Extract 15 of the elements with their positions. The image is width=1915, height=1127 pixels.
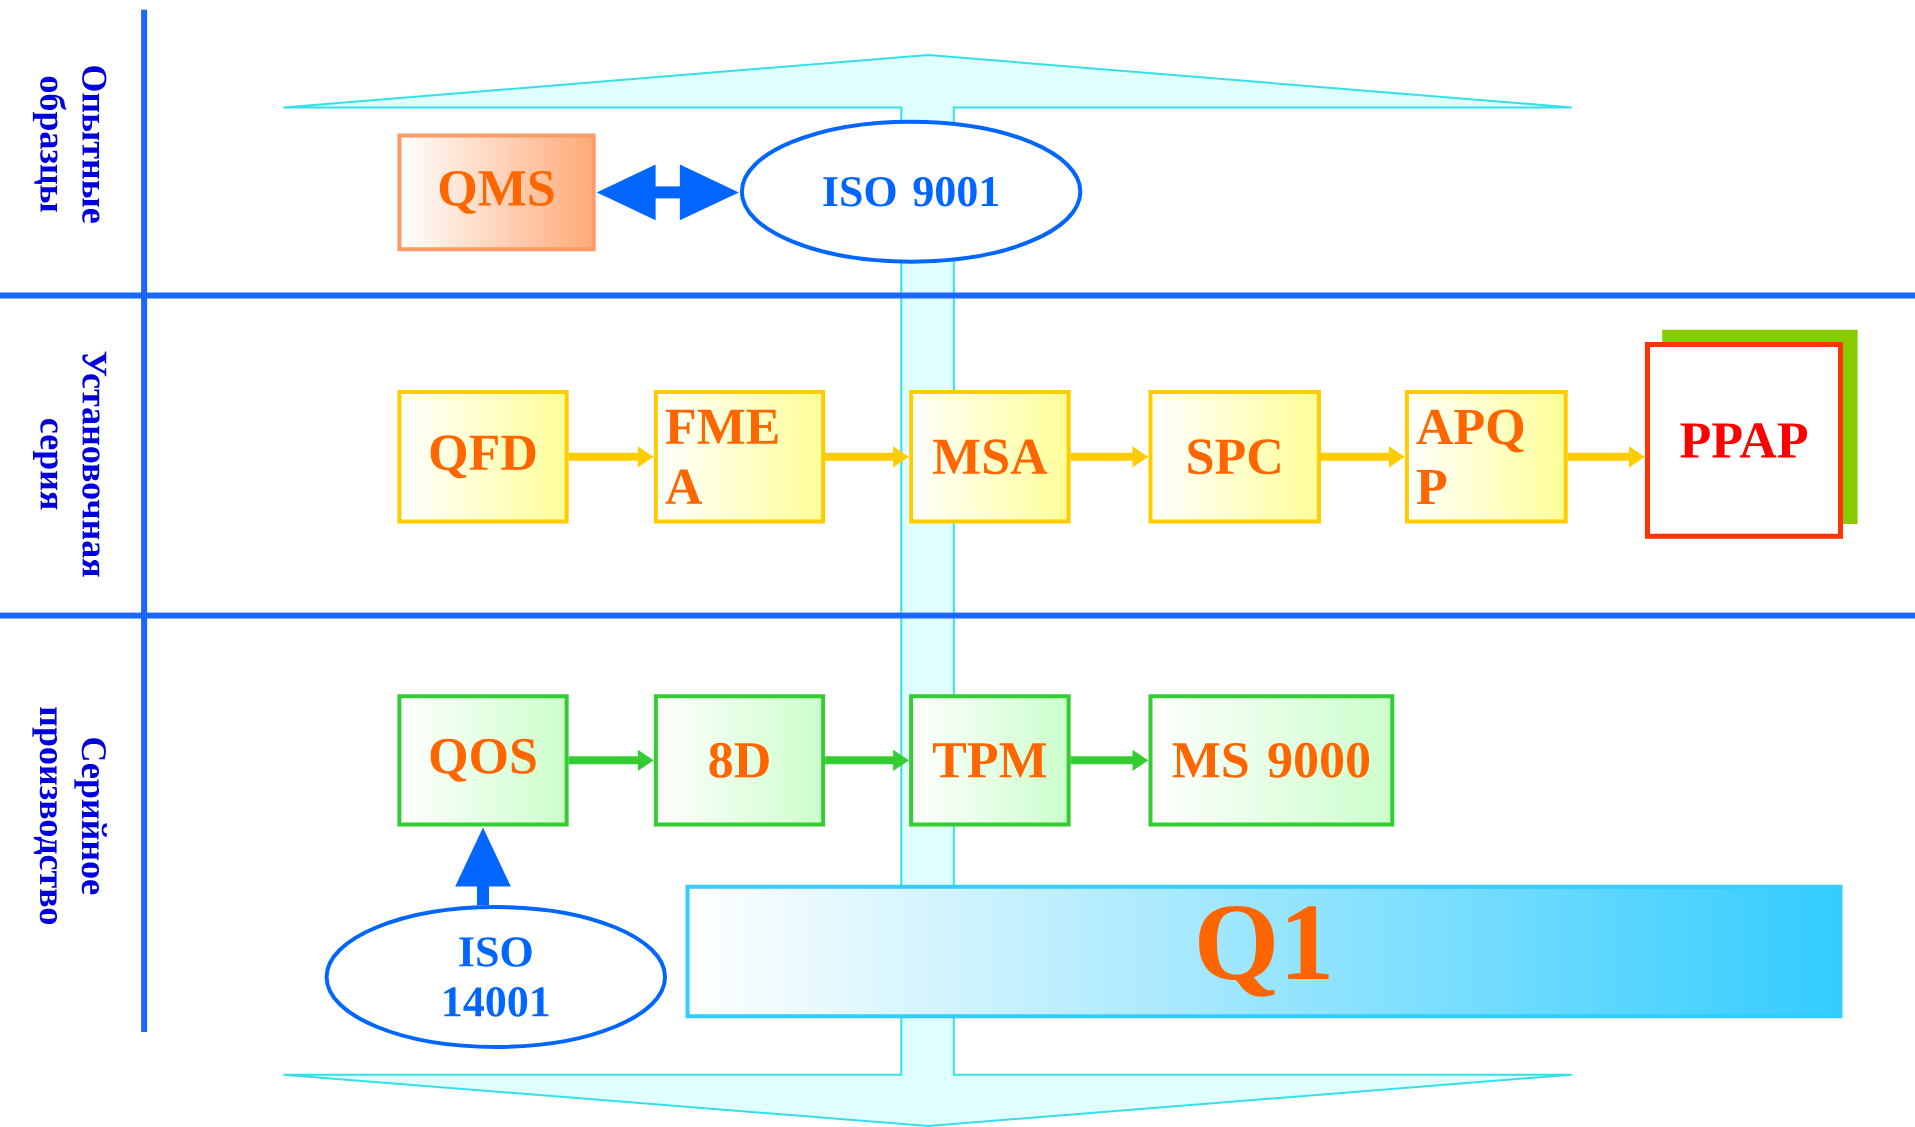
process-box: MSA [909,390,1071,524]
process-box: QMS [397,133,596,252]
row-label: Опытные образцы [32,66,107,223]
process-box: PPAP [1645,329,1858,539]
process-box: SPC [1148,390,1321,524]
banner-bar: Q1 [685,884,1843,1019]
process-box: MS 9000 [1148,694,1395,827]
process-box: FME A [653,390,826,524]
process-box: 8D [653,694,826,827]
process-box: TPM [909,694,1071,827]
process-box: APQ P [1404,390,1568,524]
row-label: Установочная серия [33,351,107,577]
process-box: QOS [397,694,569,827]
row-label: Серийное производство [32,707,107,924]
process-box: QFD [397,390,569,524]
